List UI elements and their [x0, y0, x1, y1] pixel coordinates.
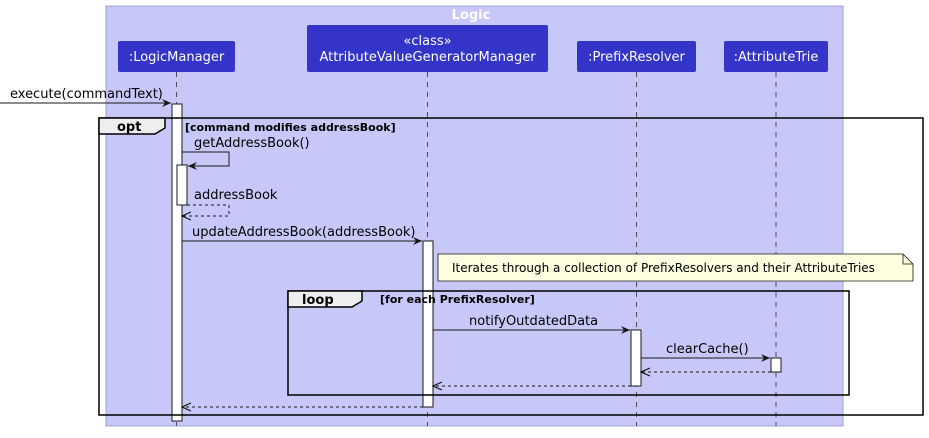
message-get-address-book-label: getAddressBook() — [194, 136, 310, 151]
activation-attribute-trie — [770, 357, 782, 373]
participant-attribute-trie: :AttributeTrie — [724, 41, 828, 72]
message-get-address-book: getAddressBook() — [182, 136, 310, 170]
message-notify-outdated: notifyOutdatedData — [433, 314, 630, 334]
message-execute: execute(commandText) — [0, 87, 171, 107]
message-update-address-book-label: updateAddressBook(addressBook) — [192, 225, 416, 240]
note-text: Iterates through a collection of PrefixR… — [452, 261, 875, 275]
message-address-book-return-label: addressBook — [194, 188, 278, 203]
participant-label: :AttributeTrie — [734, 50, 819, 65]
participant-stereotype: «class» — [403, 34, 451, 49]
loop-keyword: loop — [302, 293, 334, 308]
participant-label: :LogicManager — [129, 50, 225, 65]
message-notify-outdated-label: notifyOutdatedData — [469, 314, 598, 329]
message-update-address-book: updateAddressBook(addressBook) — [182, 225, 422, 245]
message-clear-cache: clearCache() — [641, 342, 770, 362]
message-execute-label: execute(commandText) — [10, 87, 163, 102]
logic-box-title: Logic — [452, 8, 491, 23]
opt-guard: [command modifies addressBook] — [185, 121, 396, 134]
message-clear-cache-label: clearCache() — [666, 342, 749, 357]
activation-avgm — [422, 240, 434, 408]
participant-label: :PrefixResolver — [588, 50, 685, 65]
activation-logic-manager-nested — [176, 164, 188, 206]
note: Iterates through a collection of PrefixR… — [437, 253, 914, 282]
loop-fragment: loop [for each PrefixResolver] — [287, 290, 850, 396]
logic-box: Logic — [105, 5, 844, 427]
participant-logic-manager: :LogicManager — [118, 41, 235, 72]
opt-keyword: opt — [117, 120, 141, 135]
message-address-book-return: addressBook — [182, 188, 278, 216]
participant-prefix-resolver: :PrefixResolver — [577, 41, 696, 72]
loop-guard: [for each PrefixResolver] — [380, 293, 535, 306]
participant-label: AttributeValueGeneratorManager — [319, 50, 536, 65]
activation-logic-manager — [171, 103, 183, 422]
activation-prefix-resolver — [630, 329, 642, 387]
participant-attribute-value-generator-manager: «class» AttributeValueGeneratorManager — [307, 25, 548, 72]
opt-fragment: opt [command modifies addressBook] — [98, 117, 924, 416]
